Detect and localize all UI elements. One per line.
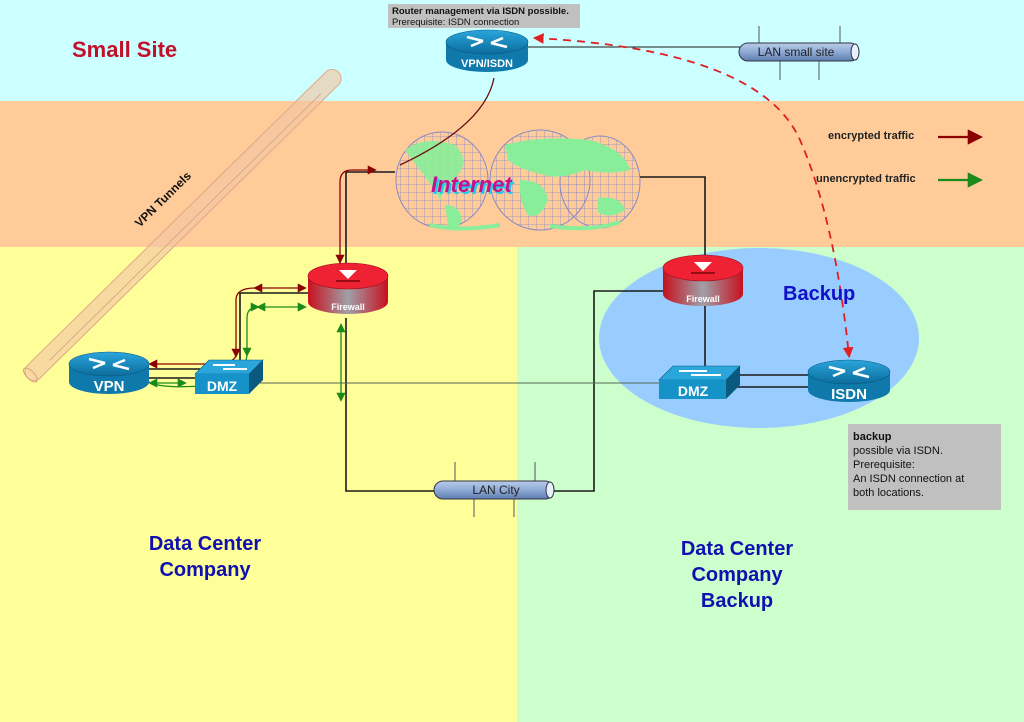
data-center-backup-title-line3: Backup	[700, 590, 774, 612]
firewall-backup-label: Firewall	[686, 294, 720, 304]
firewall-main-label: Firewall	[331, 302, 365, 312]
small-site-title: Small Site	[72, 37, 178, 62]
lan-city-bus: LAN City	[433, 462, 555, 517]
legend-unencrypted-label: unencrypted traffic	[816, 173, 916, 185]
vpn-router-label: VPN	[94, 378, 125, 395]
data-center-backup-title-line2: Company	[691, 564, 783, 586]
router-arrows-icon	[88, 357, 130, 371]
backup-note-line3: An ISDN connection at	[853, 473, 965, 485]
dmz-backup-switch[interactable]: DMZ	[658, 365, 741, 399]
vpn-isdn-router[interactable]: VPN/ISDN	[445, 29, 529, 72]
isdn-router-label: ISDN	[831, 386, 867, 403]
switch-arrows-icon	[213, 364, 247, 370]
backup-note-line2: Prerequisite:	[853, 459, 915, 471]
backup-area-label: Backup	[783, 283, 856, 305]
router-management-note-title: Router management via ISDN possible.	[392, 6, 569, 17]
router-management-note: Router management via ISDN possible. Pre…	[388, 4, 580, 28]
data-center-backup-title-line1: Data Center	[680, 538, 794, 560]
backup-note-line1: possible via ISDN.	[853, 445, 943, 457]
vpn-router[interactable]: VPN	[68, 351, 150, 395]
vpn-isdn-label: VPN/ISDN	[461, 58, 513, 70]
data-center-title-line2: Company	[159, 559, 251, 581]
router-management-note-text: Prerequisite: ISDN connection	[392, 17, 520, 28]
backup-note-line4: both locations.	[853, 487, 924, 499]
dmz-backup-label: DMZ	[678, 383, 709, 399]
isdn-management-link	[532, 33, 854, 359]
backup-note: backup possible via ISDN. Prerequisite: …	[848, 424, 1001, 510]
data-center-backup-title: Data Center Company Backup	[652, 536, 822, 614]
data-center-title-line1: Data Center	[148, 533, 262, 555]
backup-note-title: backup	[853, 431, 892, 443]
legend	[938, 129, 984, 188]
data-center-title: Data Center Company	[120, 531, 290, 583]
vpn-tunnels-pipe	[22, 69, 342, 383]
dmz-main-label: DMZ	[207, 378, 238, 394]
lan-small-site-label: LAN small site	[758, 45, 835, 59]
lan-small-site-bus: LAN small site	[738, 26, 860, 80]
dmz-main-switch[interactable]: DMZ	[194, 359, 264, 394]
firewall-main[interactable]: Firewall	[307, 262, 389, 314]
isdn-router[interactable]: ISDN	[807, 359, 891, 403]
lan-city-label: LAN City	[472, 483, 519, 497]
legend-encrypted-label: encrypted traffic	[828, 130, 915, 142]
firewall-backup[interactable]: Firewall	[662, 254, 744, 306]
router-arrows-icon	[828, 365, 870, 379]
internet-label: Internet	[431, 172, 512, 197]
firewall-icon	[694, 262, 712, 271]
backup-area	[599, 248, 919, 428]
vpn-isdn-internet-link	[399, 77, 495, 166]
switch-arrows-icon	[679, 370, 721, 376]
firewall-icon	[339, 270, 357, 279]
router-arrows-icon	[466, 35, 508, 49]
